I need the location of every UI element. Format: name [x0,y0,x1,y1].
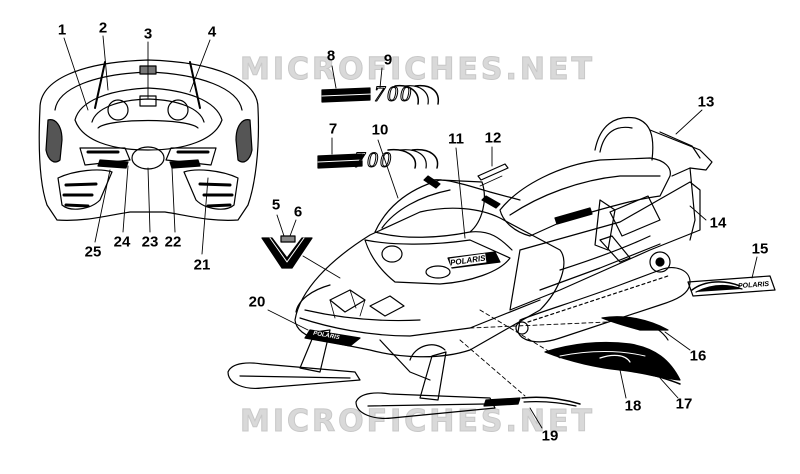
decal-700-upper: 700 [321,65,440,107]
callout-14: 14 [709,214,727,232]
v-decal [261,214,341,279]
callout-19: 19 [541,427,559,445]
callout-2: 2 [98,19,108,37]
hood-leader-lines [63,35,211,255]
callout-8: 8 [326,47,336,65]
callout-24: 24 [113,233,131,251]
callout-17: 17 [675,395,693,413]
callout-6: 6 [293,203,303,221]
callout-11: 11 [448,130,464,148]
callout-5: 5 [271,196,281,214]
callout-9: 9 [383,51,393,69]
callout-21: 21 [193,256,211,274]
svg-text:700: 700 [374,81,413,106]
callout-23: 23 [141,233,159,251]
decal-19 [483,396,581,429]
body-leader-lines [267,109,707,397]
side-stripes [544,316,691,399]
svg-text:700: 700 [354,147,393,172]
callout-12: 12 [484,129,502,147]
snowmobile-body [227,116,713,419]
decal-700-lower: 700 [317,137,439,199]
callout-16: 16 [689,347,707,365]
callout-20: 20 [248,293,266,311]
watermark-top: MICROFICHES.NET [240,52,595,88]
callout-15: 15 [751,240,769,258]
callout-7: 7 [328,120,338,138]
callout-22: 22 [164,233,182,251]
polaris-decal-15 [687,256,776,297]
hood-dash-view [38,59,259,221]
callout-3: 3 [143,25,153,43]
callout-18: 18 [624,397,642,415]
callout-10: 10 [371,121,389,139]
callout-4: 4 [207,23,217,41]
watermark-bottom: MICROFICHES.NET [240,404,595,440]
stripe-decal-12 [477,146,509,187]
callout-1: 1 [57,21,67,39]
callout-25: 25 [84,243,102,261]
callout-13: 13 [697,93,715,111]
